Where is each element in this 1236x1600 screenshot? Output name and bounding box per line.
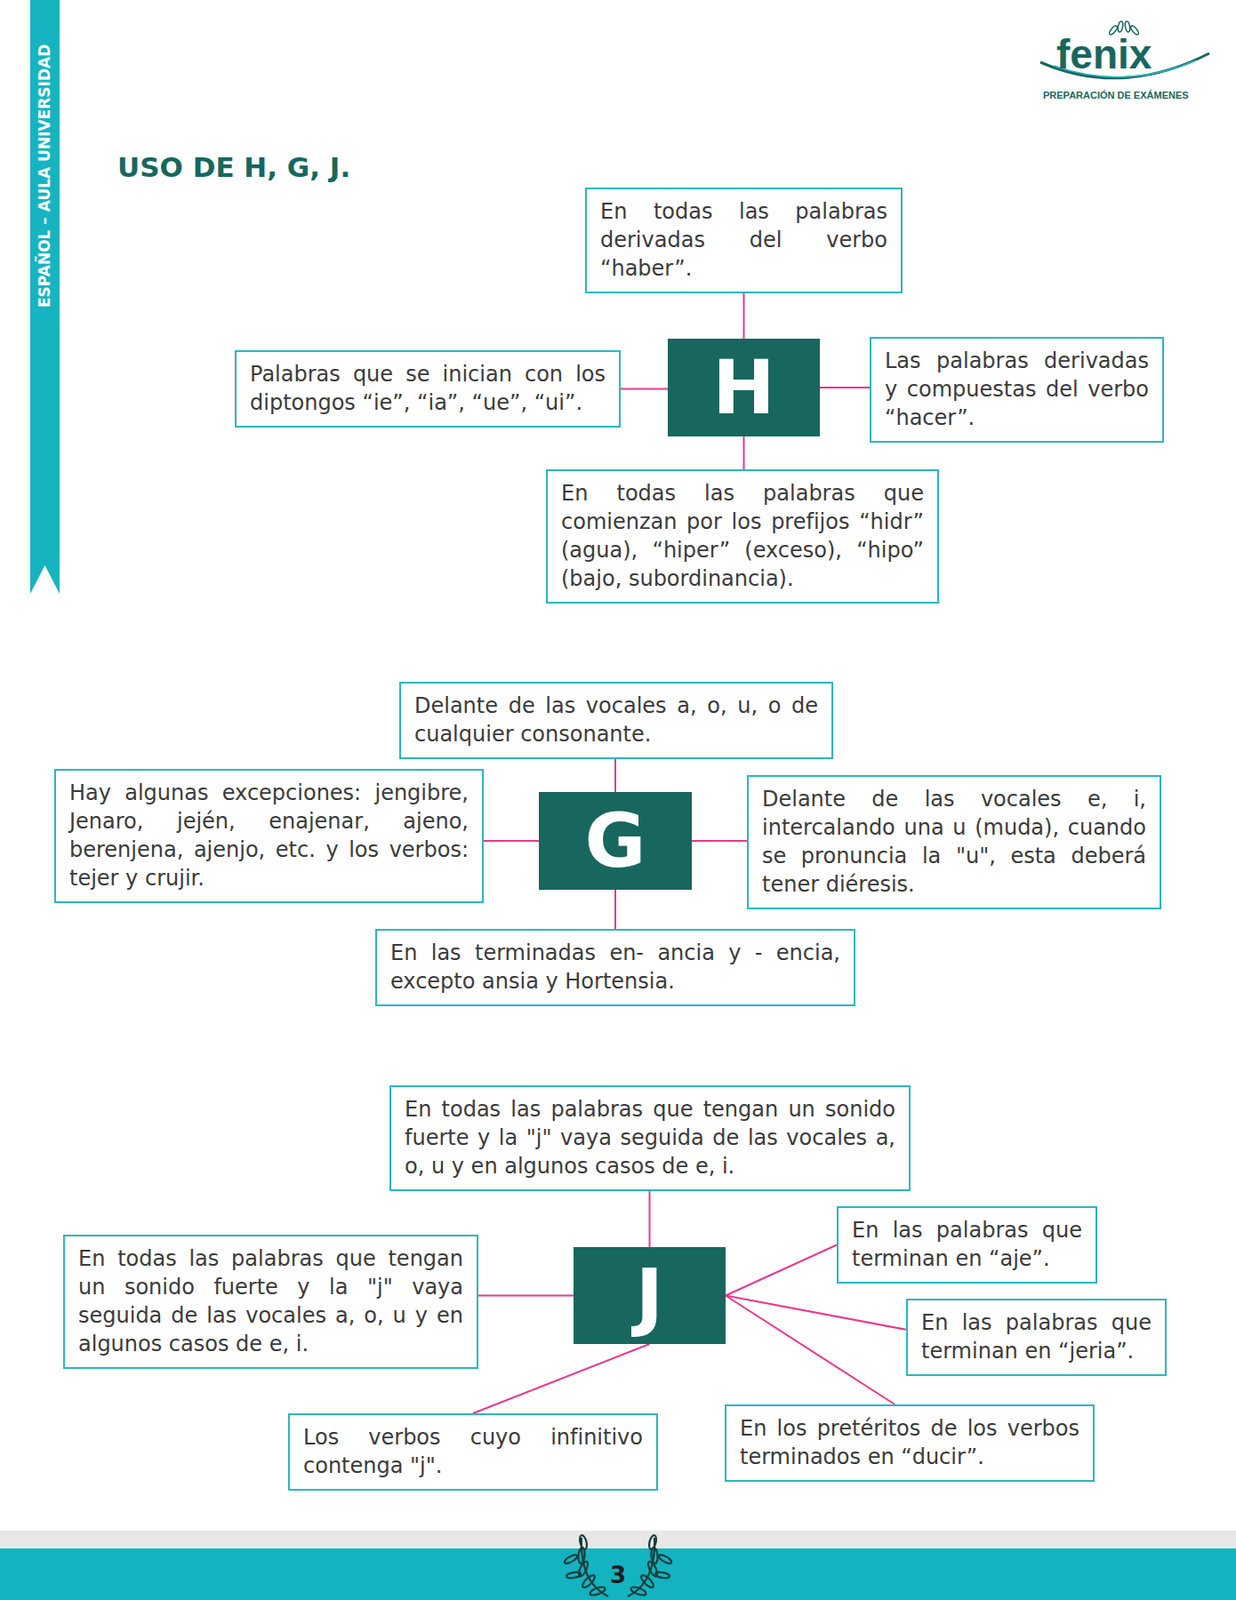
connector-line: [614, 890, 617, 930]
letter-hub: H: [667, 338, 820, 437]
rule-text: En los pretéritos de los verbos terminad…: [739, 1414, 1080, 1472]
rule-box: En las palabras que terminan en “jeria”.: [906, 1299, 1167, 1377]
page-title: USO DE H, G, J.: [117, 151, 351, 184]
rule-text: En todas las palabras que tengan un soni…: [404, 1095, 896, 1181]
connector-line: [478, 1295, 574, 1298]
logo-tagline: PREPARACIÓN DE EXÁMENES: [1043, 90, 1189, 101]
rule-box: Las palabras derivadas y compuestas del …: [869, 337, 1164, 443]
laurel-wreath: [563, 1534, 674, 1598]
rule-text: En las palabras que terminan en “jeria”.: [921, 1308, 1152, 1366]
connector-line: [614, 759, 617, 793]
connector-line: [725, 1296, 895, 1406]
logo-mark: [1040, 21, 1210, 79]
rule-text: En las terminadas en- ancia y - encia, e…: [390, 939, 841, 996]
hub-letter: J: [635, 1259, 664, 1334]
connector-line: [691, 840, 747, 843]
connector-line: [649, 1191, 651, 1248]
connector-line: [819, 386, 870, 389]
rule-text: Delante de las vocales e, i, intercaland…: [762, 785, 1147, 899]
rule-box: En todas las palabras que tengan un soni…: [63, 1235, 479, 1370]
rule-text: Hay algunas excepciones: jengibre, Jenar…: [69, 778, 469, 893]
side-band: [30, 0, 60, 594]
rule-box: En los pretéritos de los verbos terminad…: [724, 1404, 1095, 1483]
rule-box: Delante de las vocales a, o, u, o de cua…: [399, 682, 834, 760]
section-band-text: ESPAÑOL – AULA UNIVERSIDAD: [30, 44, 60, 308]
connector-line: [743, 293, 746, 339]
hub-letter: G: [585, 803, 647, 879]
rule-box: Los verbos cuyo infinitivo contenga "j".: [288, 1413, 659, 1492]
connector-line: [473, 1344, 651, 1414]
rule-box: En las terminadas en- ancia y - encia, e…: [375, 929, 856, 1007]
rule-text: Delante de las vocales a, o, u, o de cua…: [414, 691, 819, 749]
rule-box: Delante de las vocales e, i, intercaland…: [746, 775, 1162, 910]
hub-letter: H: [712, 350, 775, 426]
rule-box: Hay algunas excepciones: jengibre, Jenar…: [54, 769, 484, 904]
rule-text: En las palabras que terminan en “aje”.: [851, 1216, 1083, 1274]
rule-text: Las palabras derivadas y compuestas del …: [884, 346, 1149, 433]
letter-hub: J: [573, 1247, 726, 1345]
connector-line: [725, 1245, 837, 1297]
footer-grey-band: [0, 1531, 1236, 1550]
rule-text: Los verbos cuyo infinitivo contenga "j".: [303, 1423, 643, 1481]
rule-text: Palabras que se inician con los diptongo…: [249, 360, 606, 418]
rule-text: En todas las palabras derivadas del verb…: [600, 197, 888, 283]
rule-box: Palabras que se inician con los diptongo…: [234, 350, 621, 428]
page-number: 3: [609, 1564, 627, 1588]
rule-box: En todas las palabras derivadas del verb…: [585, 187, 903, 294]
rule-box: En las palabras que terminan en “aje”.: [836, 1206, 1098, 1285]
rule-text: En todas las palabras que tengan un soni…: [78, 1244, 464, 1359]
connector-line: [620, 388, 668, 391]
connector-line: [483, 840, 539, 843]
rule-box: En todas las palabras que comienzan por …: [545, 469, 940, 604]
footer-band: [0, 1549, 1236, 1600]
letter-hub: G: [538, 792, 692, 891]
rule-box: En todas las palabras que tengan un soni…: [389, 1085, 911, 1192]
rule-text: En todas las palabras que comienzan por …: [561, 479, 924, 594]
logo-wordmark: fenix: [1056, 33, 1152, 75]
connector-line: [743, 436, 746, 470]
